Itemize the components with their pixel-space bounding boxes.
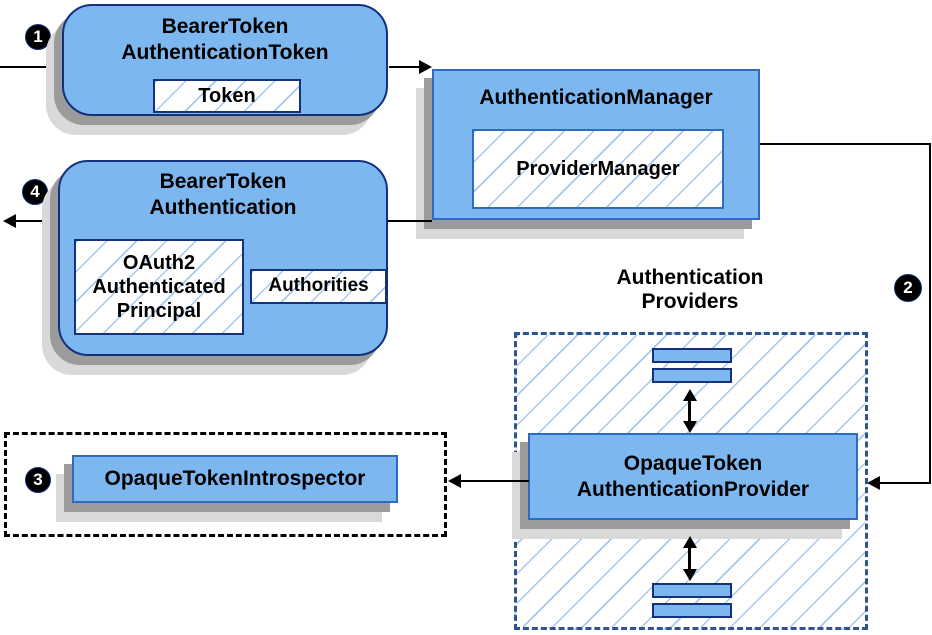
- provider-stack-icon: [652, 348, 732, 363]
- step-3-number: 3: [33, 470, 43, 489]
- step-2-line-top: [760, 143, 931, 145]
- step-3-arrowhead-icon: [448, 474, 461, 488]
- step-1-badge: 1: [25, 24, 51, 50]
- bidirectional-arrow-down-icon: [683, 569, 697, 581]
- opaque-token-introspector-node: OpaqueTokenIntrospector: [72, 455, 398, 503]
- authorities-field: Authorities: [250, 269, 387, 304]
- title-line-1: BearerToken: [161, 15, 289, 38]
- provider-stack-icon: [652, 583, 732, 598]
- authentication-providers-label: Authentication Providers: [616, 266, 764, 314]
- step-4-line: [14, 220, 58, 222]
- step-4-badge: 4: [22, 179, 48, 205]
- title-line-2: Authentication: [149, 195, 297, 219]
- oauth2-authenticated-principal-field: OAuth2 Authenticated Principal: [74, 239, 244, 335]
- bearer-token-authentication-token-node: BearerToken AuthenticationToken Token: [62, 4, 388, 116]
- step-2-badge: 2: [894, 274, 922, 302]
- introspector-label: OpaqueTokenIntrospector: [104, 467, 366, 491]
- authentication-manager-node: AuthenticationManager ProviderManager: [432, 69, 760, 220]
- authentication-manager-title: AuthenticationManager: [479, 86, 713, 109]
- bearer-token-authentication-title: BearerToken Authentication: [60, 169, 386, 220]
- bearer-token-authentication-token-title: BearerToken AuthenticationToken: [64, 14, 386, 65]
- bidirectional-arrow-down-icon: [683, 421, 697, 433]
- bidirectional-arrow-up-icon: [683, 536, 697, 548]
- to-authentication-manager-arrowhead-icon: [419, 60, 432, 74]
- step-1-number: 1: [33, 27, 43, 46]
- provider-stack-icon: [652, 603, 732, 618]
- title-line-2: AuthenticationToken: [121, 40, 329, 64]
- to-authentication-manager-line: [389, 66, 421, 68]
- step-2-line-vertical: [929, 143, 931, 484]
- step-4-number: 4: [30, 182, 40, 201]
- bidirectional-arrow-shaft: [688, 546, 691, 571]
- bidirectional-arrow-up-icon: [683, 389, 697, 401]
- token-field: Token: [153, 79, 301, 113]
- provider-title-line-2: AuthenticationProvider: [576, 477, 810, 501]
- provider-manager-field: ProviderManager: [472, 129, 724, 209]
- bidirectional-arrow-shaft: [688, 399, 691, 423]
- step-3-line: [459, 480, 529, 482]
- step-2-line-bottom: [878, 482, 931, 484]
- step-2-number: 2: [903, 278, 913, 297]
- provider-stack-icon: [652, 368, 732, 383]
- manager-to-result-line: [388, 220, 432, 222]
- provider-title-line-1: OpaqueToken: [623, 451, 763, 475]
- step-4-arrowhead-icon: [3, 214, 16, 228]
- opaque-token-authentication-provider-node: OpaqueToken AuthenticationProvider: [528, 433, 858, 520]
- incoming-request-line: [0, 66, 62, 68]
- step-3-badge: 3: [25, 467, 51, 493]
- introspector-group-box: [4, 432, 447, 537]
- step-2-arrowhead-icon: [867, 476, 880, 490]
- title-line-1: BearerToken: [159, 170, 287, 193]
- bearer-token-authentication-node: BearerToken Authentication OAuth2 Authen…: [58, 160, 388, 356]
